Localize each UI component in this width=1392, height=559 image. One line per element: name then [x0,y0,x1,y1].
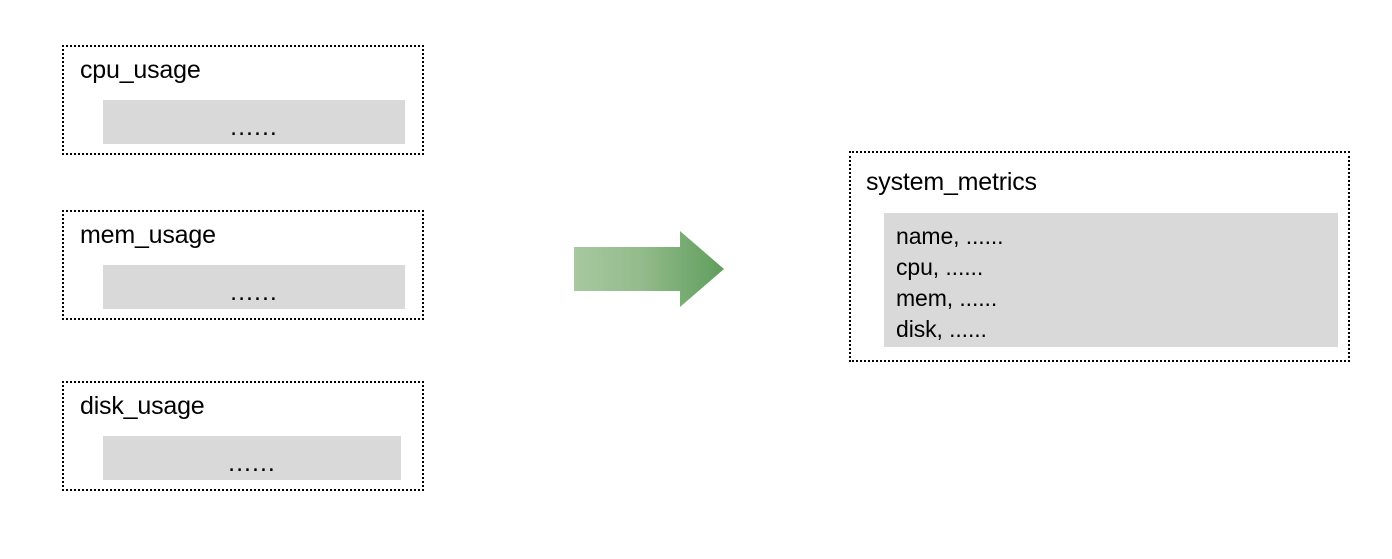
right-arrow-icon [572,228,726,310]
source-box-body: ...... [103,100,405,144]
source-box-ellipsis: ...... [230,113,278,141]
source-box-title: cpu_usage [80,56,201,84]
target-row: mem, ...... [896,285,998,311]
source-box-body: ...... [103,265,405,309]
source-box-title: disk_usage [80,392,205,420]
source-box-title: mem_usage [80,221,216,249]
target-box-title: system_metrics [866,168,1037,196]
source-box-body: ...... [103,436,401,480]
target-box-system-metrics[interactable]: system_metrics name, ...... cpu, ...... … [849,151,1350,362]
target-row: disk, ...... [896,316,987,342]
target-row: name, ...... [896,223,1004,249]
source-box-disk-usage[interactable]: disk_usage ...... [62,381,424,491]
target-box-body: name, ...... cpu, ...... mem, ...... dis… [884,213,1338,347]
source-box-ellipsis: ...... [228,449,276,477]
source-box-mem-usage[interactable]: mem_usage ...... [62,210,424,320]
source-box-ellipsis: ...... [230,278,278,306]
target-row: cpu, ...... [896,254,984,280]
source-box-cpu-usage[interactable]: cpu_usage ...... [62,45,424,155]
